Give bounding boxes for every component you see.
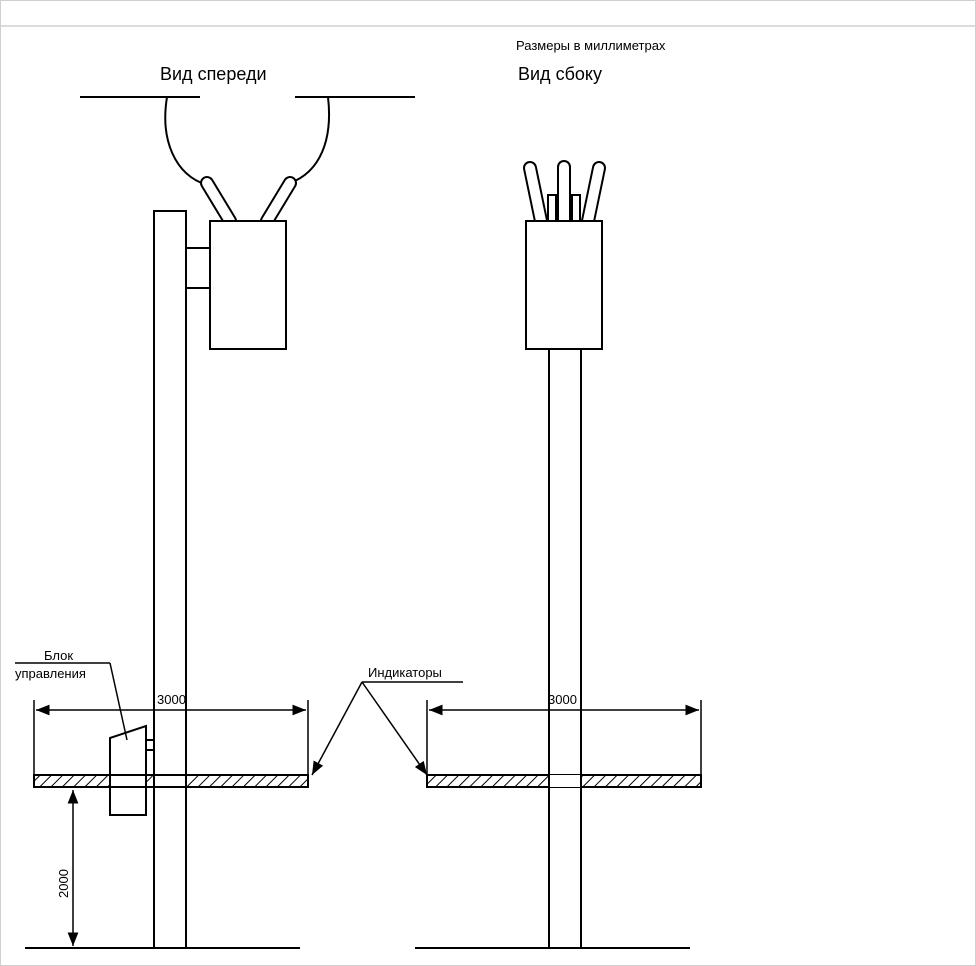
side-width-dimension — [426, 700, 702, 775]
control-unit-label-line2: управления — [15, 666, 86, 681]
front-cable-left — [164, 96, 208, 186]
indicators-label: Индикаторы — [368, 665, 442, 680]
front-bracket — [185, 247, 211, 289]
side-view — [415, 160, 702, 949]
side-width-value: 3000 — [548, 692, 577, 707]
front-width-value: 3000 — [157, 692, 186, 707]
top-bar — [1, 1, 975, 27]
side-pole — [548, 348, 582, 949]
side-view-title: Вид сбоку — [518, 64, 602, 84]
front-insulator-right-inner — [262, 178, 295, 226]
side-insulator-right-inner — [583, 163, 604, 226]
front-pole — [153, 210, 187, 949]
height-value: 2000 — [56, 869, 71, 898]
front-width-dimension — [33, 700, 309, 775]
front-cable-right — [289, 96, 330, 184]
front-equipment-box — [209, 220, 287, 350]
control-unit-mount — [145, 739, 155, 751]
front-pole-through-platform — [153, 775, 187, 787]
front-view-title: Вид спереди — [160, 64, 267, 84]
side-insulator-stub-right — [571, 194, 581, 222]
side-insulator-left-inner — [525, 163, 546, 226]
side-pole-through-platform — [549, 775, 581, 787]
control-unit-box — [109, 724, 147, 816]
front-view — [25, 96, 415, 949]
control-unit-through-platform — [109, 775, 147, 787]
front-insulator-left-inner — [202, 178, 235, 226]
control-unit-leader — [15, 662, 128, 741]
control-unit-label-line1: Блок — [44, 648, 73, 663]
side-insulator-stub-left — [547, 194, 557, 222]
side-equipment-box — [525, 220, 603, 350]
units-note: Размеры в миллиметрах — [516, 38, 666, 53]
indicators-leader — [311, 681, 463, 776]
